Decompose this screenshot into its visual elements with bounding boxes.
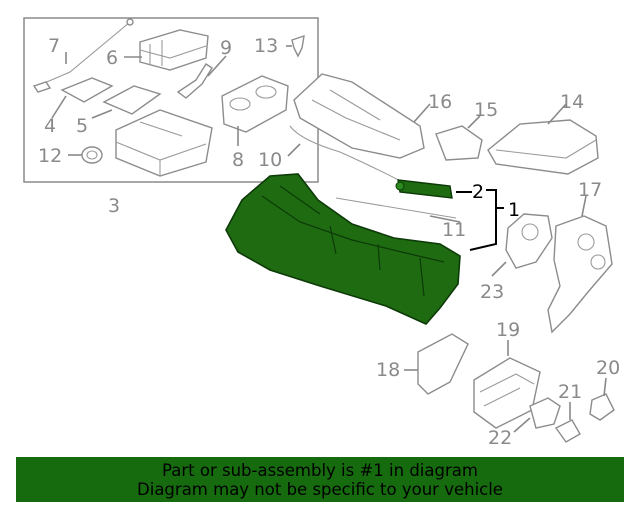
- parts-diagram: 7 6 9 13 4 5 12 3 8 10 16 15 14 2 1 17 1…: [23, 17, 620, 449]
- part-2-hinge[interactable]: [395, 179, 453, 199]
- info-banner: Part or sub-assembly is #1 in diagram Di…: [16, 457, 624, 502]
- banner-line-2: Diagram may not be specific to your vehi…: [137, 480, 503, 499]
- callout-19: 19: [496, 319, 520, 341]
- part-6-module[interactable]: [139, 29, 209, 71]
- callout-3: 3: [108, 195, 120, 217]
- part-23-vent[interactable]: [505, 213, 553, 269]
- callout-8: 8: [232, 149, 244, 171]
- part-3-bin[interactable]: [115, 109, 213, 177]
- part-14-lid[interactable]: [487, 119, 599, 175]
- part-22-clip[interactable]: [529, 397, 561, 429]
- part-21-clip[interactable]: [554, 419, 581, 443]
- leader-lines: [51, 45, 607, 433]
- callout-17: 17: [578, 179, 602, 201]
- part-1-console[interactable]: [225, 173, 461, 325]
- callout-15: 15: [474, 99, 498, 121]
- part-12-grommet[interactable]: [81, 146, 103, 164]
- part-18-panel[interactable]: [417, 333, 469, 395]
- part-8-cupholder[interactable]: [221, 75, 289, 133]
- callout-7: 7: [48, 35, 60, 57]
- part-16-trim[interactable]: [293, 73, 425, 159]
- callout-10: 10: [258, 149, 282, 171]
- callout-21: 21: [558, 381, 582, 403]
- part-17-trim[interactable]: [547, 215, 613, 334]
- callout-22: 22: [488, 427, 512, 449]
- banner-line-1: Part or sub-assembly is #1 in diagram: [162, 461, 478, 480]
- part-5-pad[interactable]: [102, 85, 162, 115]
- callout-6: 6: [106, 47, 118, 69]
- part-4-pad[interactable]: [60, 77, 114, 103]
- callout-9: 9: [220, 37, 232, 59]
- part-19-bracket[interactable]: [473, 357, 541, 429]
- callout-12: 12: [38, 145, 62, 167]
- callout-20: 20: [596, 357, 620, 379]
- callout-13: 13: [254, 35, 278, 57]
- callout-2: 2: [472, 181, 484, 203]
- part-15-switch[interactable]: [435, 125, 483, 161]
- callout-18: 18: [376, 359, 400, 381]
- part-7-cable[interactable]: [32, 18, 134, 93]
- part-9-clip[interactable]: [176, 63, 213, 99]
- part-13-fastener[interactable]: [291, 34, 305, 58]
- part-11-rod[interactable]: [335, 197, 457, 219]
- part-20-switch[interactable]: [589, 393, 615, 421]
- callout-4: 4: [44, 115, 56, 137]
- part-10-cable[interactable]: [289, 125, 407, 185]
- callout-11: 11: [442, 219, 466, 241]
- callout-16: 16: [428, 91, 452, 113]
- callout-5: 5: [76, 115, 88, 137]
- callout-23: 23: [480, 281, 504, 303]
- callout-14: 14: [560, 91, 584, 113]
- callout-1: 1: [508, 199, 520, 221]
